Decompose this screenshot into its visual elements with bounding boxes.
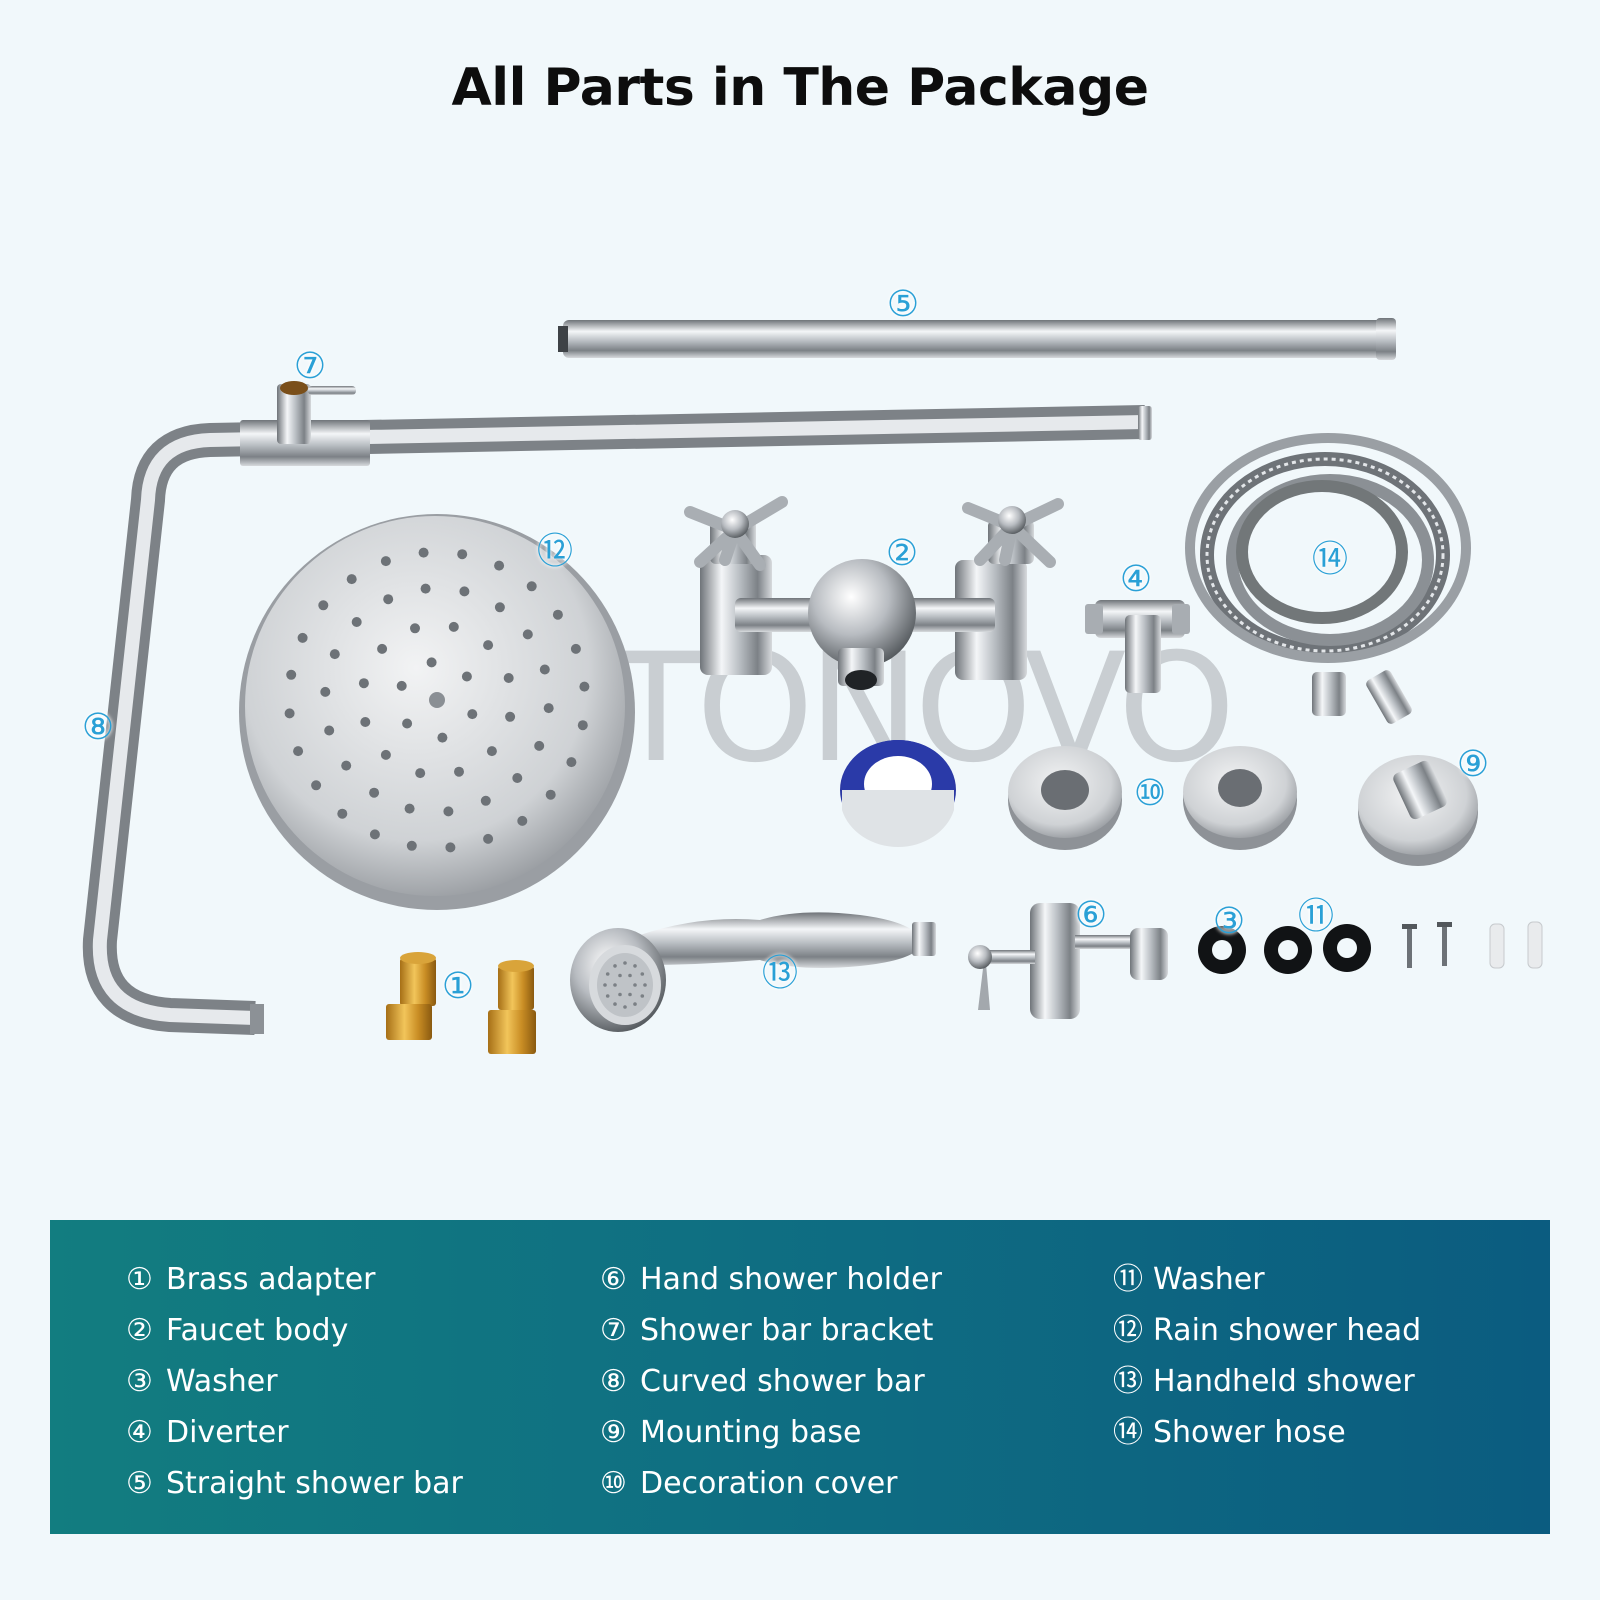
- callout-6: ⑥: [1074, 895, 1108, 936]
- callout-8: ⑧: [81, 707, 115, 748]
- curved-shower-bar: [82, 405, 1152, 1035]
- callout-4: ④: [1119, 559, 1153, 600]
- screws-and-anchors: [1402, 921, 1543, 969]
- rain-shower-head: [239, 514, 635, 910]
- shower-hose: [1185, 433, 1471, 724]
- callout-12: ⑫: [536, 531, 573, 572]
- callout-9: ⑨: [1456, 744, 1490, 785]
- callout-1: ①: [441, 966, 475, 1007]
- callout-14: ⑭: [1311, 539, 1348, 580]
- page-title: All Parts in The Package: [451, 58, 1149, 118]
- mounting-base: [1358, 755, 1478, 866]
- hand-shower-holder: [968, 903, 1168, 1019]
- straight-shower-bar: [558, 318, 1396, 360]
- cold-handle-icon: [684, 496, 788, 571]
- callout-3: ③: [1212, 901, 1246, 942]
- decoration-cover-right: [1183, 746, 1297, 850]
- callout-5: ⑤: [886, 284, 920, 325]
- shower-bar-bracket: [277, 381, 356, 444]
- diverter: [1085, 600, 1190, 693]
- callout-13: ⑬: [761, 953, 798, 994]
- faucet-body: [684, 496, 1064, 690]
- callout-10: ⑩: [1133, 773, 1167, 814]
- decoration-cover-left: [1008, 746, 1122, 850]
- callout-7: ⑦: [293, 346, 327, 387]
- callout-2: ②: [885, 533, 919, 574]
- hot-handle-icon: [962, 498, 1064, 568]
- brass-adapters: [386, 952, 536, 1054]
- washer-set: [1198, 924, 1371, 974]
- handheld-shower: [570, 912, 936, 1032]
- teflon-tape: [840, 740, 956, 847]
- callout-11: ⑪: [1297, 896, 1334, 937]
